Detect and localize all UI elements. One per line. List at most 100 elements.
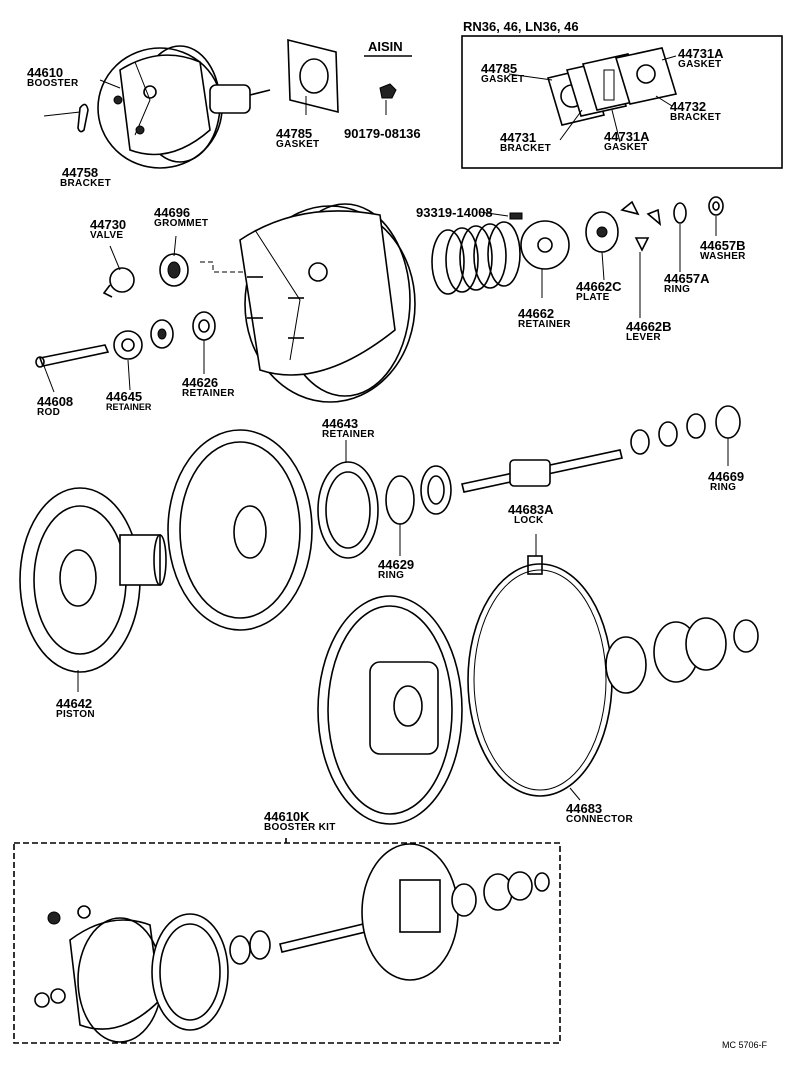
part-44731a-bottom-name: GASKET: [604, 142, 648, 153]
part-44642-number: 44642: [56, 696, 93, 711]
part-44643-label: 44643 RETAINER: [322, 417, 375, 440]
part-44662-label: 44662 RETAINER: [518, 307, 571, 330]
part-44785-inset-name: GASKET: [481, 74, 525, 85]
part-44657b-number: 44657B: [700, 238, 746, 253]
inset-frame: [461, 35, 783, 169]
part-44730-name: VALVE: [90, 230, 124, 241]
part-44643-number: 44643: [322, 416, 359, 431]
part-44683-name: CONNECTOR: [566, 814, 633, 825]
shaft-washers-drawing: [630, 413, 706, 455]
part-44657b-name: WASHER: [700, 251, 746, 262]
screw-93319-drawing: [509, 212, 523, 220]
part-90179-number: 90179-08136: [344, 126, 421, 141]
part-44785-top-label: 44785 GASKET: [276, 127, 319, 150]
part-44731a-top-number: 44731A: [678, 46, 724, 61]
booster-44610-drawing: [97, 45, 271, 169]
part-44731-label: 44731 BRACKET: [500, 131, 551, 154]
retainer-44662-drawing: [520, 220, 570, 270]
retainer-44643-drawing: [317, 461, 379, 559]
ring-44669-drawing: [715, 405, 741, 439]
part-44662c-label: 44662C PLATE: [576, 280, 622, 303]
part-44683-label: 44683 CONNECTOR: [566, 802, 633, 825]
drawing-code: MC 5706-F: [722, 1040, 768, 1050]
part-44662b-number: 44662B: [626, 319, 672, 334]
part-44732-name: BRACKET: [670, 112, 721, 123]
ring-44657a-drawing: [673, 202, 687, 224]
part-44645-label: 44645 RETAINER: [106, 390, 151, 412]
part-44669-name: RING: [710, 482, 737, 493]
front-shell-drawing: [239, 203, 416, 403]
part-44696-name: GROMMET: [154, 218, 209, 229]
part-44662-number: 44662: [518, 306, 555, 321]
part-44683a-label: 44683A LOCK: [508, 503, 554, 526]
part-44785-inset-number: 44785: [481, 61, 518, 76]
part-44645-number: 44645: [106, 389, 143, 404]
part-44758-number: 44758: [62, 165, 99, 180]
part-44629-name: RING: [378, 570, 405, 581]
part-44662c-name: PLATE: [576, 292, 610, 303]
valve-44730-drawing: [102, 267, 135, 298]
part-44683-number: 44683: [566, 801, 603, 816]
part-44730-label: 44730 VALVE: [90, 218, 126, 241]
part-44732-number: 44732: [670, 99, 707, 114]
part-93319-number: 93319-14008: [416, 205, 493, 220]
gasket-44785-drawing: [287, 38, 339, 114]
part-44608-number: 44608: [37, 394, 74, 409]
part-44696-label: 44696 GROMMET: [154, 206, 208, 229]
kit-components-drawing: [34, 843, 550, 1043]
part-44610-label: 44610 BOOSTER: [27, 66, 79, 89]
part-44731a-top-label: 44731A GASKET: [678, 47, 724, 70]
part-44732-label: 44732 BRACKET: [670, 100, 721, 123]
rear-seal-drawing: [605, 617, 759, 694]
part-44730-number: 44730: [90, 217, 127, 232]
rod-44608-drawing: [35, 344, 110, 368]
piston-44642-drawing: [19, 487, 167, 673]
aisin-label: AISIN: [368, 39, 403, 54]
grommet-44696-drawing: [159, 253, 189, 287]
part-44696-number: 44696: [154, 205, 191, 220]
part-44629-label: 44629 RING: [378, 558, 414, 581]
part-44662b-label: 44662B LEVER: [626, 320, 672, 343]
connector-44683-drawing: [467, 563, 613, 797]
retainer-44645-drawing: [113, 330, 143, 360]
part-44642-name: PISTON: [56, 709, 95, 720]
part-44662-name: RETAINER: [518, 319, 571, 330]
lever-44662b-drawing: [620, 200, 662, 252]
part-44785-inset-label: 44785 GASKET: [481, 62, 524, 85]
retainer-44626-drawing: [150, 311, 216, 349]
ring-44629-drawing: [385, 475, 415, 525]
part-44731-name: BRACKET: [500, 143, 551, 154]
part-44610-name: BOOSTER: [27, 78, 79, 89]
part-44643-name: RETAINER: [322, 429, 375, 440]
part-44657b-label: 44657B WASHER: [700, 239, 746, 262]
booster-kit-name: BOOSTER KIT: [264, 822, 336, 833]
booster-kit-number: 44610K: [264, 809, 310, 824]
part-44608-name: ROD: [37, 407, 61, 418]
part-44683a-name: LOCK: [514, 515, 544, 526]
booster-kit-frame: [13, 842, 561, 1044]
part-44657a-label: 44657A RING: [664, 272, 710, 295]
part-44626-name: RETAINER: [182, 388, 235, 399]
part-44669-number: 44669: [708, 469, 745, 484]
part-44669-label: 44669 RING: [708, 470, 744, 493]
part-44657a-number: 44657A: [664, 271, 710, 286]
seal-ring-drawing: [420, 465, 452, 515]
part-44645-name: RETAINER: [106, 402, 152, 412]
leader-lines: [43, 96, 729, 801]
valve-shaft-drawing: [461, 449, 623, 493]
part-44626-label: 44626 RETAINER: [182, 376, 235, 399]
part-44626-number: 44626: [182, 375, 219, 390]
plate-44662c-drawing: [585, 211, 619, 253]
part-44731-number: 44731: [500, 130, 537, 145]
part-44731a-bottom-label: 44731A GASKET: [604, 130, 650, 153]
part-44657a-name: RING: [664, 284, 691, 295]
part-44785-top-number: 44785: [276, 126, 313, 141]
part-44610-number: 44610: [27, 65, 64, 80]
part-44662b-name: LEVER: [626, 332, 661, 343]
rear-housing-drawing: [317, 595, 463, 825]
part-44642-label: 44642 PISTON: [56, 697, 95, 720]
part-44662c-number: 44662C: [576, 279, 622, 294]
inset-gasket-plate-group: [546, 47, 678, 126]
